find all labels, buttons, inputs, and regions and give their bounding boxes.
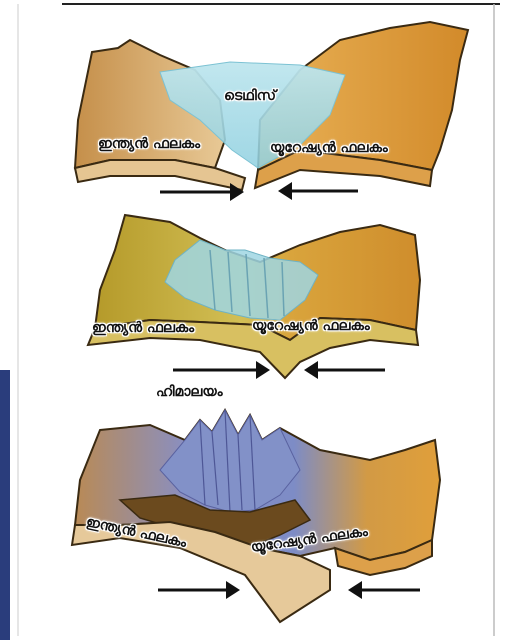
stage-3-himalaya-formed: [72, 410, 440, 622]
stage3-arrow-right: [158, 581, 240, 599]
stage2-arrow-right: [173, 361, 270, 379]
stage1-indian-plate-front: [75, 160, 245, 190]
stage1-arrow-left: [278, 182, 358, 200]
stage-1-separate-plates: [75, 22, 468, 201]
stage1-indian-plate-label: ഇന്ത്യൻ ഫലകം: [98, 136, 200, 152]
stage1-eurasian-plate-label: യൂറേഷ്യൻ ഫലകം: [270, 140, 388, 156]
stage1-tethys-label: ടെഥിസ്: [224, 88, 276, 104]
stage3-arrow-left: [348, 581, 420, 599]
stage2-arrow-left: [304, 361, 385, 379]
left-edge-bar: [0, 370, 10, 640]
stage2-eurasian-plate-label: യൂറേഷ്യൻ ഫലകം: [252, 318, 370, 334]
stage2-indian-plate-label: ഇന്ത്യൻ ഫലകം: [92, 320, 194, 336]
stage1-arrow-right: [160, 183, 244, 201]
stage-2-colliding-plates: [88, 215, 420, 379]
stage3-himalaya-label: ഹിമാലയം: [156, 384, 223, 400]
